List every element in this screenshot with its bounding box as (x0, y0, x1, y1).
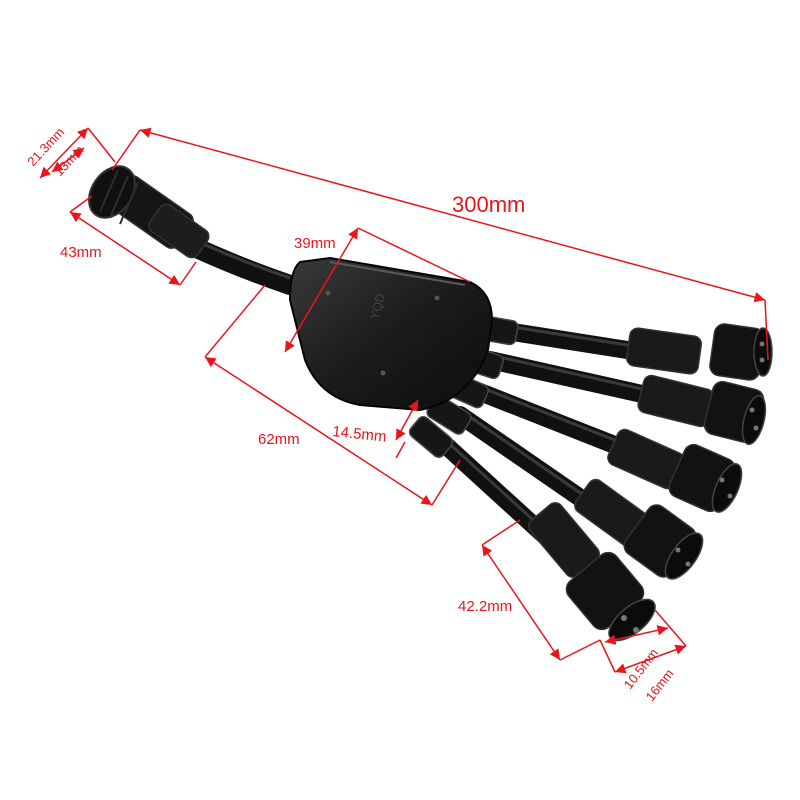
splitter-width-label: 39mm (294, 235, 336, 252)
output-connector-length-label: 42.2mm (458, 598, 512, 615)
dimension-lines (39, 127, 769, 674)
cable-assembly: YQD (88, 165, 773, 642)
output-connector (637, 374, 767, 446)
output-connectors (528, 323, 773, 642)
input-connector-length-label: 43mm (60, 244, 102, 261)
output-connector (625, 323, 773, 381)
splitter-thickness-label: 14.5mm (332, 423, 388, 446)
splitter-length-label: 62mm (258, 431, 300, 448)
splitter-body (288, 256, 494, 412)
overall-length-label: 300mm (452, 192, 525, 217)
output-connector (607, 428, 743, 513)
output-connector (574, 478, 704, 580)
input-cable (180, 235, 300, 295)
